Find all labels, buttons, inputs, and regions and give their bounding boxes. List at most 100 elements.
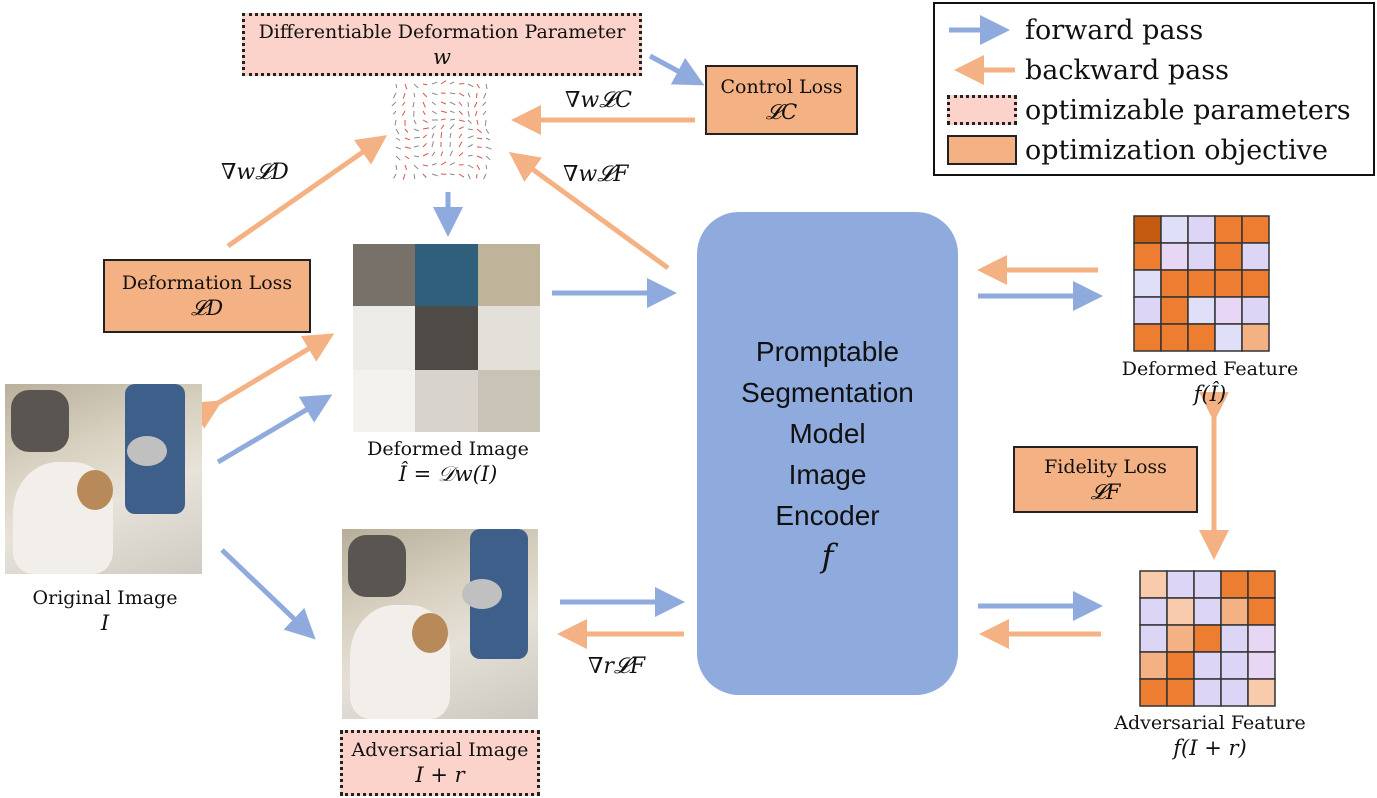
vector-arrow [412, 101, 415, 108]
feature-cell [1241, 323, 1270, 352]
legend-optimizable-label: optimizable parameters [1025, 94, 1351, 126]
bowl-shape [462, 579, 502, 609]
vector-arrow [484, 119, 487, 126]
vector-arrow [431, 141, 434, 148]
vector-arrow [413, 173, 416, 180]
arrow-deformation-loss-link [188, 333, 335, 429]
vector-arrow [392, 110, 397, 115]
vector-arrow [483, 173, 487, 180]
tile [415, 244, 478, 306]
feature-cell [1214, 296, 1243, 325]
vector-arrow [467, 154, 473, 157]
feature-cell [1139, 678, 1168, 707]
vector-arrow [440, 131, 443, 139]
vector-arrow [395, 146, 402, 150]
vector-arrow [431, 151, 436, 157]
encoder-line-2: Segmentation [741, 377, 914, 408]
deformation-loss-box: Deformation Loss 𝓛D [103, 259, 311, 333]
legend-item-objective: optimization objective [947, 132, 1328, 168]
vector-arrow [422, 101, 426, 108]
vector-arrow [404, 164, 408, 170]
arrow-original-to-adversarial [220, 548, 316, 640]
feature-cell [1133, 269, 1162, 298]
vector-arrow [449, 101, 456, 106]
vector-arrow [476, 119, 479, 125]
vector-arrow [394, 119, 397, 126]
arrow-deformation-grad [226, 135, 388, 249]
objective-swatch [947, 135, 1017, 165]
feature-cell [1166, 678, 1195, 707]
original-image-title: Original Image [32, 587, 178, 609]
encoder-symbol: f [821, 537, 834, 575]
tile [353, 244, 415, 306]
vector-arrow [422, 83, 428, 86]
adversarial-image-symbol: I + r [415, 763, 465, 787]
vector-arrow [404, 146, 411, 149]
adversarial-image-box: Adversarial Image I + r [340, 730, 540, 796]
vector-arrow [422, 127, 429, 130]
vector-arrow [458, 119, 465, 122]
feature-cell [1220, 597, 1249, 626]
arrow-param-to-control-loss [648, 53, 705, 86]
vector-arrow [431, 110, 437, 115]
tile [478, 306, 540, 370]
vector-arrow [413, 136, 420, 139]
vector-arrow [467, 101, 469, 108]
feature-cell [1241, 242, 1270, 271]
tile [415, 306, 478, 370]
vector-arrow [422, 173, 427, 178]
feature-cell [1247, 651, 1276, 680]
vector-arrow [449, 118, 456, 121]
deformed-feature-title: Deformed Feature [1121, 358, 1299, 380]
feature-cell [1160, 215, 1189, 244]
adversarial-image-title: Adversarial Image [351, 739, 529, 761]
feature-cell [1139, 597, 1168, 626]
vector-arrow [422, 119, 428, 124]
vector-arrow [401, 110, 406, 117]
vector-arrow [467, 128, 473, 131]
vector-arrow [440, 110, 447, 114]
legend-item-backward: backward pass [947, 52, 1229, 88]
adversarial-feature-caption: Adversarial Feature f(I + r) [1100, 711, 1320, 761]
vector-arrow [392, 92, 397, 99]
vector-arrow [467, 144, 473, 148]
vector-arrow [458, 173, 465, 178]
vector-arrow [449, 110, 455, 114]
forward-arrow-icon [949, 15, 1010, 45]
vector-arrow [449, 150, 454, 157]
massager-shape [11, 390, 69, 452]
vector-arrow [485, 146, 492, 150]
vector-arrow [413, 119, 417, 125]
feature-cell [1133, 296, 1162, 325]
vector-arrow [467, 119, 472, 125]
vector-arrow [467, 110, 470, 118]
vector-arrow [395, 155, 401, 161]
vector-arrow [458, 92, 465, 97]
feature-cell [1187, 323, 1216, 352]
vector-arrow [485, 155, 491, 161]
vector-arrow [476, 173, 478, 179]
vector-arrow [391, 101, 397, 107]
deformed-feature-caption: Deformed Feature f(Î) [1110, 357, 1310, 407]
vector-arrow [395, 128, 400, 135]
deformation-parameter-title: Differentiable Deformation Parameter [258, 20, 626, 43]
vector-arrow [440, 118, 446, 121]
deformation-parameter-symbol: w [433, 44, 451, 69]
legend-backward-label: backward pass [1025, 54, 1229, 86]
vector-arrow [395, 83, 398, 88]
fidelity-loss-symbol: 𝓛F [1090, 479, 1121, 504]
vector-arrow [431, 133, 435, 139]
optimizable-swatch [947, 95, 1017, 125]
backward-arrow-icon [954, 55, 1015, 85]
feature-cell [1187, 296, 1216, 325]
vector-arrow [476, 137, 483, 140]
vector-arrow [404, 128, 409, 133]
fidelity-loss-box: Fidelity Loss 𝓛F [1013, 446, 1198, 513]
vector-arrow [473, 101, 478, 108]
vector-arrow [474, 110, 478, 116]
feature-cell [1241, 296, 1270, 325]
dog-head-shape [412, 613, 448, 653]
feature-cell [1166, 597, 1195, 626]
feature-cell [1133, 215, 1162, 244]
